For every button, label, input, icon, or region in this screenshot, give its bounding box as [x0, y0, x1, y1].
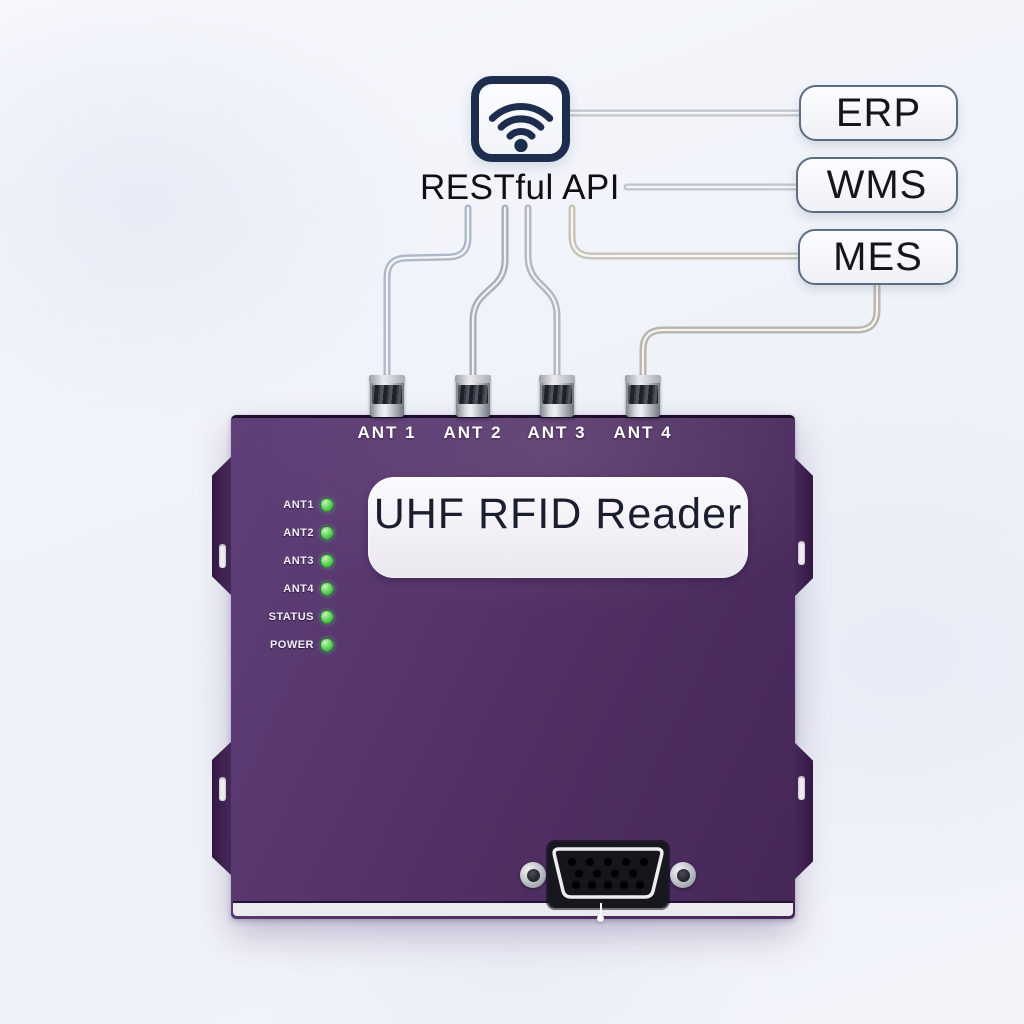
led-label-ant4: ANT4	[283, 583, 314, 595]
mounting-flange-left-bottom	[212, 741, 232, 876]
antenna-connector-4	[625, 375, 661, 417]
screw-socket	[526, 868, 540, 882]
system-label-wms: WMS	[826, 162, 928, 207]
led-row-ant3: ANT3	[258, 552, 334, 570]
connector-top-ring	[369, 375, 405, 383]
antenna-connector-2	[455, 375, 491, 417]
wifi-icon	[471, 76, 570, 162]
cable-api-ant1	[383, 204, 472, 381]
antenna-port-label-2: ANT 2	[443, 423, 503, 442]
cable-api-ant3-highlight	[526, 206, 559, 379]
screw-socket	[676, 868, 690, 882]
cable-api-mes-highlight	[570, 206, 800, 258]
system-box-mes: MES	[798, 229, 958, 285]
mounting-slot	[798, 541, 805, 565]
led-indicator-power	[320, 638, 334, 652]
connector-knurl-band	[458, 385, 488, 404]
mounting-flange-left-top	[212, 456, 232, 596]
led-label-ant3: ANT3	[283, 555, 314, 567]
connector-top-ring	[625, 375, 661, 383]
cable-api-ant3	[524, 204, 561, 381]
mounting-flange-right-top	[793, 456, 813, 598]
led-indicator-ant2	[320, 526, 334, 540]
api-label: RESTful API	[419, 168, 621, 207]
connector-screw-left	[520, 862, 546, 888]
system-label-erp: ERP	[835, 90, 922, 135]
alignment-pin	[600, 903, 602, 916]
led-row-power: POWER	[258, 636, 334, 654]
led-row-ant2: ANT2	[258, 524, 334, 542]
device-name-label: UHF RFID Reader	[373, 490, 743, 538]
led-indicator-ant3	[320, 554, 334, 568]
antenna-port-label-1: ANT 1	[357, 423, 417, 442]
connector-top-ring	[455, 375, 491, 383]
alignment-pin-dot	[597, 915, 604, 922]
antenna-connector-1	[369, 375, 405, 417]
cable-api-mes	[568, 204, 802, 260]
cable-api-ant1-highlight	[385, 206, 470, 379]
db15-connector-icon	[548, 842, 668, 908]
connector-knurl-band	[542, 385, 572, 404]
led-row-status: STATUS	[258, 608, 334, 626]
mounting-slot	[798, 776, 805, 800]
led-label-ant1: ANT1	[283, 499, 314, 511]
connector-screw-right	[670, 862, 696, 888]
cable-mes-ant4-highlight	[641, 282, 879, 379]
mounting-slot	[219, 544, 226, 568]
antenna-port-label-3: ANT 3	[527, 423, 587, 442]
led-row-ant4: ANT4	[258, 580, 334, 598]
system-box-wms: WMS	[796, 157, 958, 213]
led-row-ant1: ANT1	[258, 496, 334, 514]
system-box-erp: ERP	[799, 85, 958, 141]
connector-knurl-band	[372, 385, 402, 404]
cable-api-ant2-highlight	[471, 206, 507, 379]
connector-knurl-band	[628, 385, 658, 404]
device-bottom-edge	[233, 901, 793, 916]
led-label-status: STATUS	[268, 611, 314, 623]
connector-top-ring	[539, 375, 575, 383]
mounting-slot	[219, 777, 226, 801]
db15-face	[552, 847, 664, 899]
mounting-flange-right-bottom	[793, 741, 813, 881]
led-label-ant2: ANT2	[283, 527, 314, 539]
device-name-plate: UHF RFID Reader	[368, 477, 748, 578]
led-label-power: POWER	[269, 639, 314, 651]
led-indicator-status	[320, 610, 334, 624]
system-label-mes: MES	[833, 234, 923, 279]
antenna-port-label-4: ANT 4	[613, 423, 673, 442]
antenna-connector-3	[539, 375, 575, 417]
cable-group	[383, 109, 881, 381]
led-indicator-ant1	[320, 498, 334, 512]
cable-api-ant2	[469, 204, 509, 381]
led-indicator-ant4	[320, 582, 334, 596]
wifi-glyph	[488, 103, 553, 152]
